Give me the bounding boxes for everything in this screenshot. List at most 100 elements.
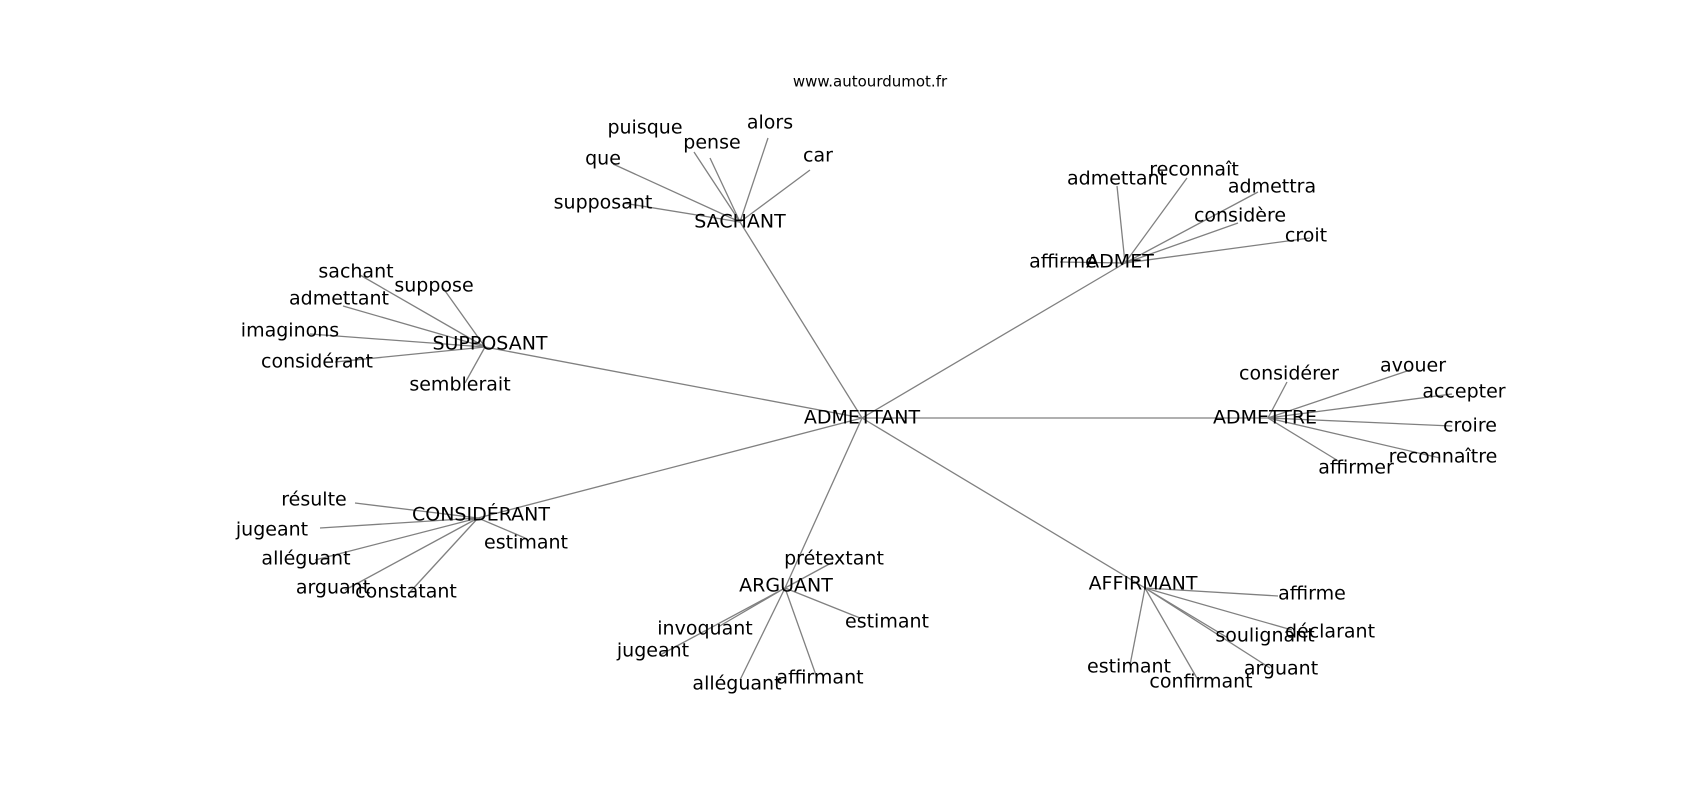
leaf-node-supposant-sachant: sachant [318,261,393,283]
leaf-node-affirmant-confirmant: confirmant [1149,671,1252,693]
leaf-node-supposant-semblerait: semblerait [409,374,510,396]
edge-affirmant-declarant [1144,587,1293,631]
leaf-node-arguant-jugeant: jugeant [616,640,689,662]
edge-admet-admettant [1116,185,1126,264]
edge-admet-croit [1124,237,1311,264]
edge-affirmant-arguant [1144,587,1271,669]
edge-considerant-arguant [344,517,479,591]
edge-supposant-suppose [442,287,486,348]
leaf-node-arguant-affirmant: affirmant [776,667,863,689]
edge-supposant-considerant [334,346,486,363]
leaf-node-sachant-pense: pense [683,132,740,154]
edge-arguant-affirmant [784,587,818,679]
leaf-node-affirmant-declarant: déclarant [1285,621,1375,643]
leaf-node-affirmant-affirme: affirme [1278,583,1346,605]
edge-center-sachant [739,221,863,419]
leaf-node-admet-croit: croit [1285,225,1327,247]
leaf-node-admet-affirme: affirme [1029,251,1097,273]
edge-admettre-avouer [1267,369,1411,419]
edge-affirmant-confirmant [1144,587,1199,681]
leaf-node-admettre-accepter: accepter [1422,381,1505,403]
leaf-node-sachant-puisque: puisque [607,117,682,139]
edge-sachant-supposant [622,202,741,223]
leaf-node-affirmant-arguant: arguant [1244,658,1318,680]
edge-admettre-considerer [1267,381,1288,419]
edge-considerant-constatant [409,517,479,593]
edges [309,137,1453,681]
leaf-node-admet-considere: considère [1194,205,1286,227]
hub-node-admettre: ADMETTRE [1213,407,1317,429]
edge-admet-considere [1124,222,1239,264]
edge-considerant-resulte [354,502,479,519]
edge-admettre-croire [1267,417,1453,427]
edge-arguant-pretextant [784,561,834,589]
leaf-node-arguant-alleguant: alléguant [692,673,781,695]
hub-node-admet: ADMET [1086,251,1154,273]
leaf-node-considerant-arguant: arguant [296,577,370,599]
leaf-node-considerant-jugeant: jugeant [235,519,308,541]
leaf-node-arguant-invoquant: invoquant [657,618,752,640]
edge-admet-reconnait [1124,177,1188,264]
leaf-node-admettre-affirmer: affirmer [1318,457,1394,479]
edge-admet-affirme [1059,261,1126,264]
site-url: www.autourdumot.fr [793,73,948,91]
leaf-node-sachant-que: que [585,148,621,170]
leaf-node-supposant-suppose: suppose [394,275,473,297]
leaf-node-admet-reconnait: reconnaît [1149,159,1239,181]
center-node-admettant: ADMETTANT [804,407,921,429]
hub-node-sachant: SACHANT [694,211,786,233]
leaf-node-affirmant-estimant: estimant [1087,656,1171,678]
leaf-node-arguant-pretextant: prétextant [784,548,884,570]
edge-center-supposant [484,346,863,419]
edge-supposant-semblerait [464,346,486,384]
hub-node-affirmant: AFFIRMANT [1089,573,1198,595]
edge-center-arguant [784,417,863,589]
leaf-node-supposant-considerant: considérant [261,351,373,373]
edge-sachant-pense [709,157,741,223]
edge-affirmant-estimant [1129,587,1146,666]
leaf-node-admettre-croire: croire [1443,415,1497,437]
hub-node-arguant: ARGUANT [739,575,833,597]
edge-center-considerant [477,417,863,519]
leaf-node-sachant-car: car [803,145,833,167]
edge-sachant-car [739,169,811,223]
leaf-node-affirmant-soulignant: soulignant [1215,625,1314,647]
edge-supposant-sachant [359,274,486,348]
leaf-node-admettre-reconnaitre: reconnaître [1389,446,1498,468]
leaf-node-considerant-resulte: résulte [281,489,346,511]
leaf-node-sachant-supposant: supposant [554,192,653,214]
edge-sachant-puisque [693,151,741,223]
edge-considerant-alleguant [314,517,479,561]
edge-admettre-accepter [1267,393,1453,419]
edge-arguant-jugeant [659,587,786,656]
edge-considerant-jugeant [319,517,479,529]
leaf-node-considerant-estimant: estimant [484,532,568,554]
edge-admettre-affirmer [1267,417,1341,463]
leaf-node-admettre-avouer: avouer [1380,355,1446,377]
hub-node-supposant: SUPPOSANT [432,333,547,355]
leaf-node-supposant-admettant: admettant [289,288,389,310]
leaf-node-considerant-constatant: constatant [355,581,457,603]
edge-sachant-alors [739,137,769,223]
edge-admettre-reconnaitre [1267,417,1441,459]
edge-arguant-estimant [784,587,861,619]
edge-supposant-imaginons [309,333,486,348]
edge-affirmant-affirme [1144,587,1279,597]
leaf-node-arguant-estimant: estimant [845,611,929,633]
edge-center-admet [861,262,1126,419]
leaf-node-supposant-imaginons: imaginons [241,320,339,342]
edge-sachant-que [612,163,741,223]
edge-center-affirmant [861,417,1146,589]
edge-considerant-estimant [477,517,526,539]
edge-admet-admettra [1124,191,1259,264]
leaf-node-considerant-alleguant: alléguant [261,548,350,570]
edge-supposant-admettant [342,305,486,348]
leaf-node-sachant-alors: alors [747,112,793,134]
hub-node-considerant: CONSIDÉRANT [412,503,550,526]
leaf-node-admet-admettant: admettant [1067,168,1167,190]
leaf-node-admet-admettra: admettra [1228,176,1316,198]
leaf-node-admettre-considerer: considérer [1239,363,1339,385]
edge-arguant-alleguant [739,587,786,681]
